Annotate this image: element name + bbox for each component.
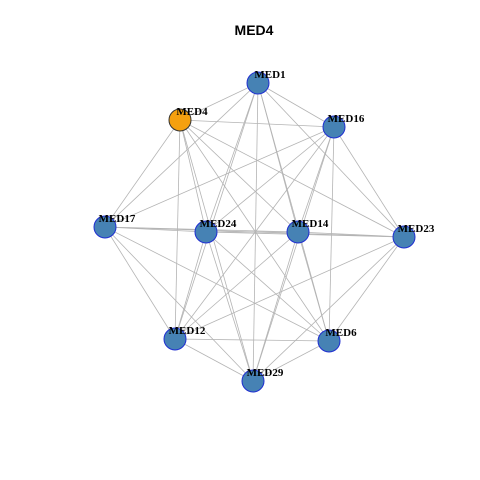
node-med23[interactable]: [392, 225, 416, 249]
edge-med16-med29: [252, 126, 335, 382]
node-med1[interactable]: [246, 71, 270, 95]
edge-med16-med6: [328, 126, 335, 342]
edge-med14-med12: [174, 231, 299, 340]
edge-med1-med23: [257, 82, 405, 238]
node-med24[interactable]: [194, 220, 218, 244]
node-med14[interactable]: [286, 220, 310, 244]
node-label-med6: MED6: [325, 327, 357, 339]
edge-med12-med6: [174, 338, 330, 342]
edge-med17-med6: [104, 226, 330, 342]
edge-med23-med12: [174, 236, 405, 340]
node-label-med14: MED14: [292, 218, 329, 230]
node-label-med17: MED17: [99, 213, 136, 225]
edge-med1-med24: [205, 82, 259, 233]
edge-med1-med17: [104, 82, 259, 228]
edge-med14-med23: [297, 231, 405, 238]
node-label-med1: MED1: [254, 69, 285, 81]
node-label-med29: MED29: [247, 367, 284, 379]
node-label-med16: MED16: [328, 113, 365, 125]
edge-med17-med12: [104, 226, 176, 340]
edge-med24-med12: [174, 231, 207, 340]
node-label-med4: MED4: [176, 106, 208, 118]
edge-med4-med14: [179, 119, 299, 233]
node-label-med24: MED24: [200, 218, 237, 230]
edge-med6-med29: [252, 340, 330, 382]
edge-med4-med23: [179, 119, 405, 238]
edge-med23-med29: [252, 236, 405, 382]
node-label-med12: MED12: [169, 325, 206, 337]
edge-med1-med12: [174, 82, 259, 340]
node-med6[interactable]: [317, 329, 341, 353]
edge-layer: [104, 82, 405, 382]
node-med12[interactable]: [163, 327, 187, 351]
diagram-title: MED4: [235, 22, 274, 38]
edge-med17-med29: [104, 226, 254, 382]
node-med4[interactable]: [168, 108, 192, 132]
edge-med24-med29: [205, 231, 254, 382]
node-med29[interactable]: [241, 369, 265, 393]
node-med16[interactable]: [322, 115, 346, 139]
edge-med24-med6: [205, 231, 330, 342]
edge-med4-med24: [179, 119, 207, 233]
node-layer: [93, 71, 416, 393]
edge-med14-med29: [252, 231, 299, 382]
edge-med4-med17: [104, 119, 181, 228]
edge-med16-med24: [205, 126, 335, 233]
edge-med16-med23: [333, 126, 405, 238]
edge-med12-med29: [174, 338, 254, 382]
edge-med16-med17: [104, 126, 335, 228]
node-med17[interactable]: [93, 215, 117, 239]
edge-med1-med16: [257, 82, 335, 128]
node-label-med23: MED23: [398, 223, 435, 235]
edge-med23-med6: [328, 236, 405, 342]
edge-med4-med16: [179, 119, 335, 128]
edge-med4-med29: [179, 119, 254, 382]
edge-med1-med4: [179, 82, 259, 121]
edge-med14-med6: [297, 231, 330, 342]
